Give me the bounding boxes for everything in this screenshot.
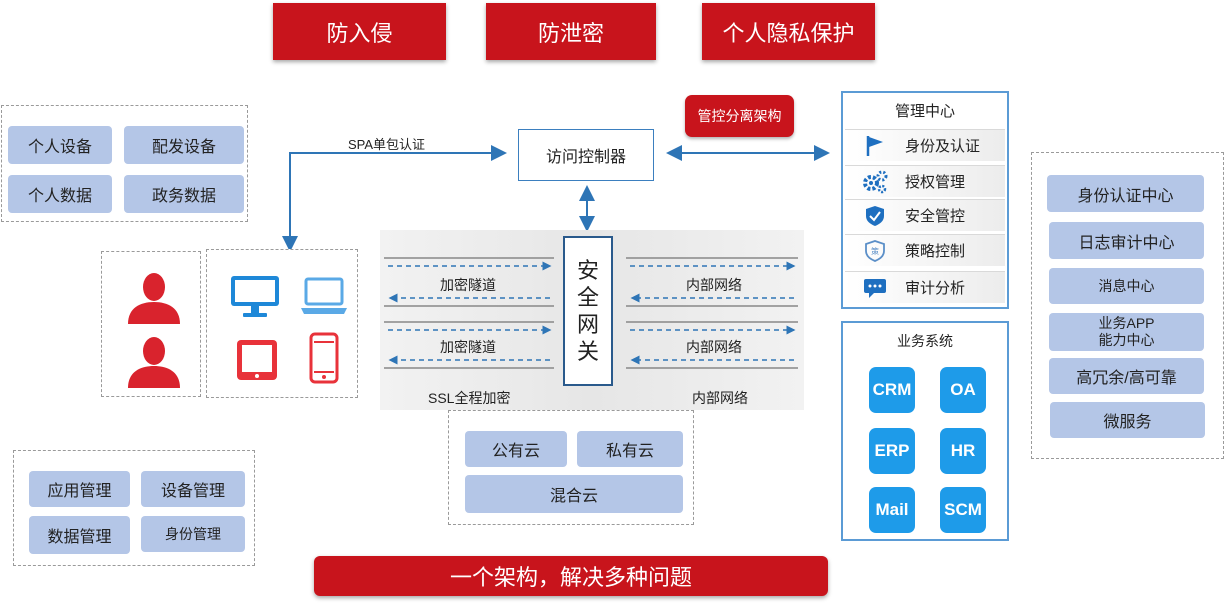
flag-icon: [866, 135, 883, 156]
pill-business-app-center: 业务APP 能力中心: [1049, 313, 1204, 351]
tunnel-label-left-2: 加密隧道: [440, 339, 496, 355]
tunnel-label-right-2: 内部网络: [686, 339, 742, 355]
mgmt-center-panel: 管理中心 身份及认证 授权管理 安全管控 策 策略控制 审计分析: [841, 91, 1009, 309]
user-icon: [128, 273, 180, 324]
biz-tile-hr: HR: [940, 428, 986, 474]
mgmt-row-label: 身份及认证: [905, 138, 981, 155]
tunnel-label-right-1: 内部网络: [686, 277, 742, 293]
business-title: 业务系统: [897, 333, 953, 349]
mgmt-row-identity: 身份及认证: [845, 129, 1005, 161]
arch-tag: 管控分离架构: [685, 95, 794, 137]
svg-text:策: 策: [871, 246, 879, 256]
gateway-char: 网: [576, 312, 599, 337]
phone-icon: [309, 332, 339, 384]
mgmt-row-policy: 策 策略控制: [845, 234, 1005, 266]
laptop-icon: [301, 277, 347, 314]
tunnel-label-right-3: 内部网络: [692, 390, 748, 406]
pill-data-mgmt: 数据管理: [29, 516, 130, 554]
pill-private-cloud: 私有云: [577, 431, 683, 467]
gears-icon: [863, 170, 888, 193]
bottom-banner: 一个架构，解决多种问题: [314, 556, 828, 596]
pill-public-cloud: 公有云: [465, 431, 567, 467]
tunnel-lines: [384, 257, 798, 369]
biz-tile-oa: OA: [940, 367, 986, 413]
banner-privacy: 个人隐私保护: [702, 3, 875, 60]
shield-check-icon: [866, 205, 884, 226]
banner-intrusion: 防入侵: [273, 3, 446, 60]
security-gateway: 安 全 网 关: [563, 236, 613, 386]
gateway-char: 关: [576, 339, 599, 364]
banner-leak: 防泄密: [486, 3, 656, 60]
chat-icon: [864, 278, 886, 298]
mgmt-row-label: 策略控制: [905, 243, 966, 260]
user-icon: [128, 337, 180, 388]
desktop-icon: [231, 276, 279, 317]
access-controller: 访问控制器: [518, 129, 654, 181]
pill-identity-mgmt: 身份管理: [141, 516, 245, 552]
tunnel-label-ssl: SSL全程加密: [428, 390, 511, 406]
tablet-icon: [237, 340, 277, 380]
pill-issued-device: 配发设备: [124, 126, 244, 164]
users-box: [101, 251, 201, 397]
pill-personal-data: 个人数据: [8, 175, 112, 213]
gateway-char: 全: [576, 285, 599, 310]
mgmt-row-audit: 审计分析: [845, 271, 1005, 303]
pill-high-availability: 高冗余/高可靠: [1049, 358, 1204, 394]
mgmt-row-label: 审计分析: [905, 280, 966, 297]
pill-app-mgmt: 应用管理: [29, 471, 130, 507]
biz-tile-crm: CRM: [869, 367, 915, 413]
pill-message-center: 消息中心: [1049, 268, 1204, 304]
pill-identity-center: 身份认证中心: [1047, 175, 1204, 212]
policy-shield-icon: 策: [865, 239, 885, 262]
mgmt-row-authorization: 授权管理: [845, 165, 1005, 197]
spa-label: SPA单包认证: [348, 137, 426, 152]
pill-log-audit-center: 日志审计中心: [1049, 222, 1204, 259]
pill-device-mgmt: 设备管理: [141, 471, 245, 507]
business-panel: 业务系统 CRM OA ERP HR Mail SCM: [841, 321, 1009, 541]
device-icons-box: [206, 249, 358, 398]
mgmt-row-label: 授权管理: [905, 174, 966, 191]
pill-microservices: 微服务: [1050, 402, 1205, 438]
mgmt-row-label: 安全管控: [905, 208, 966, 225]
tunnel-label-left-1: 加密隧道: [440, 277, 496, 293]
biz-tile-mail: Mail: [869, 487, 915, 533]
mgmt-center-title: 管理中心: [894, 103, 955, 120]
biz-tile-erp: ERP: [869, 428, 915, 474]
mgmt-row-security: 安全管控: [845, 199, 1005, 231]
biz-tile-scm: SCM: [940, 487, 986, 533]
pill-gov-data: 政务数据: [124, 175, 244, 213]
pill-hybrid-cloud: 混合云: [465, 475, 683, 513]
pill-personal-device: 个人设备: [8, 126, 112, 164]
gateway-char: 安: [576, 258, 599, 283]
